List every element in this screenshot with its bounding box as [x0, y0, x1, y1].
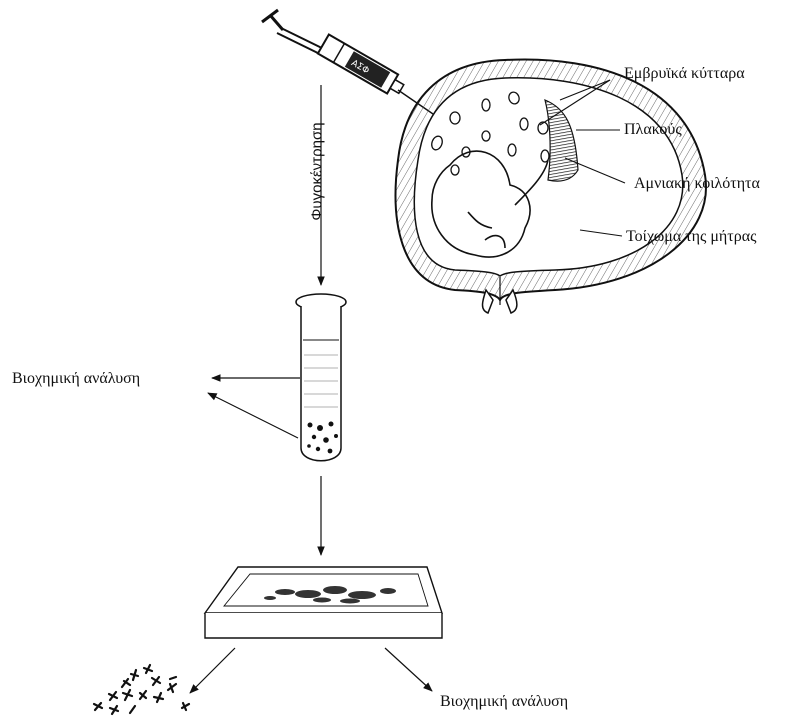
label-biochemical-analysis-bottom: Βιοχημική ανάλυση — [440, 694, 568, 710]
label-placenta: Πλακούς — [624, 122, 682, 138]
label-biochemical-analysis-left: Βιοχημική ανάλυση — [12, 371, 140, 387]
dish-to-chromosomes-arrow — [190, 648, 235, 693]
culture-dish — [205, 567, 442, 638]
label-amniotic-cavity: Αμνιακή κοιλότητα — [634, 176, 760, 192]
label-fetal-cells: Εμβρυϊκά κύτταρα — [624, 66, 745, 82]
tube-biochem-arrow-2 — [208, 393, 298, 438]
test-tube — [296, 294, 346, 461]
dish-biochem-arrow — [385, 648, 432, 691]
label-uterine-wall: Τοίχωμα της μήτρας — [626, 229, 756, 245]
chromosomes — [94, 665, 189, 714]
label-centrifugation: Φυγοκέντρηση — [310, 97, 325, 247]
